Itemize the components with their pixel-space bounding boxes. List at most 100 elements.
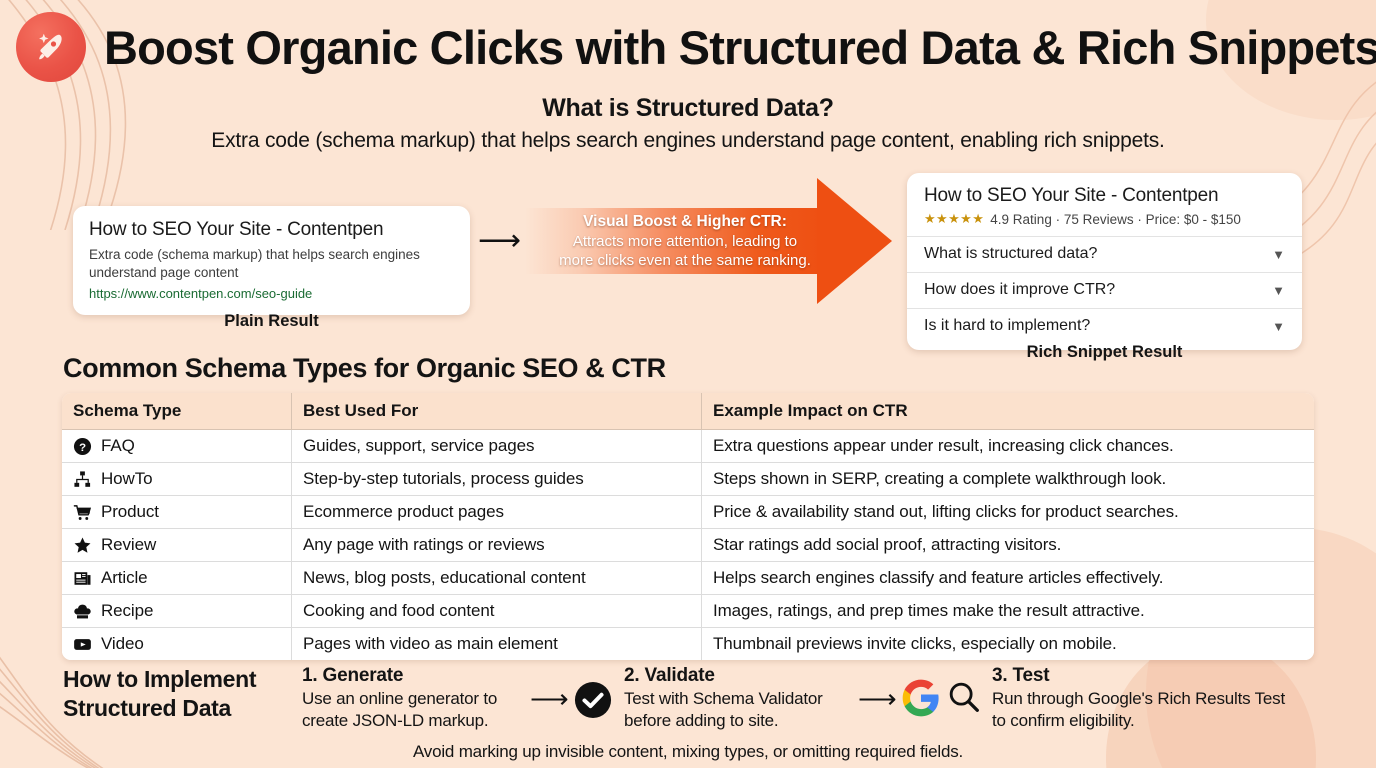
step-validate-line-1: Test with Schema Validator bbox=[624, 689, 823, 708]
cell-best-used-for: Step-by-step tutorials, process guides bbox=[292, 463, 702, 496]
cell-best-used-for: Cooking and food content bbox=[292, 595, 702, 628]
cell-schema-type: Review bbox=[62, 529, 292, 562]
step-test-body: Run through Google's Rich Results Test t… bbox=[992, 688, 1322, 732]
video-play-icon bbox=[74, 638, 91, 650]
step-connector-arrow-2-icon: ⟶ bbox=[858, 684, 897, 714]
faq-accordion-row[interactable]: How does it improve CTR? ▼ bbox=[907, 272, 1302, 308]
column-header-schema-type: Schema Type bbox=[62, 393, 292, 430]
column-header-impact: Example Impact on CTR bbox=[702, 393, 1314, 430]
cell-schema-type: HowTo bbox=[62, 463, 292, 496]
schema-type-label: Recipe bbox=[101, 601, 154, 620]
star-rating-icon: ★★★★★ bbox=[924, 211, 985, 226]
step-test-line-2: to confirm eligibility. bbox=[992, 711, 1135, 731]
rich-snippet-card: How to SEO Your Site - Contentpen ★★★★★ … bbox=[907, 173, 1302, 350]
implementation-title: How to Implement Structured Data bbox=[63, 665, 257, 723]
page-header: Boost Organic Clicks with Structured Dat… bbox=[16, 12, 1376, 82]
comparison-section: How to SEO Your Site - Contentpen Extra … bbox=[0, 170, 1376, 370]
intro-heading: What is Structured Data? bbox=[542, 94, 834, 122]
implementation-title-line-1: How to Implement bbox=[63, 666, 257, 692]
implementation-footnote: Avoid marking up invisible content, mixi… bbox=[412, 742, 964, 761]
arrow-head-shape bbox=[817, 178, 892, 304]
cell-impact: Price & availability stand out, lifting … bbox=[702, 496, 1314, 529]
schema-type-label: Article bbox=[101, 568, 148, 587]
table-row: Video Pages with video as main element T… bbox=[62, 628, 1314, 660]
cell-best-used-for: Any page with ratings or reviews bbox=[292, 529, 702, 562]
cell-impact: Star ratings add social proof, attractin… bbox=[702, 529, 1314, 562]
schema-type-label: Review bbox=[101, 535, 157, 554]
cell-impact: Steps shown in SERP, creating a complete… bbox=[702, 463, 1314, 496]
step-generate-line-1: Use an online generator to bbox=[302, 689, 498, 708]
chevron-down-icon[interactable]: ▼ bbox=[1272, 318, 1285, 334]
table-row: Recipe Cooking and food content Images, … bbox=[62, 595, 1314, 628]
step-validate-line-2: before adding to site. bbox=[624, 711, 779, 731]
faq-question-label: What is structured data? bbox=[924, 245, 1098, 262]
implementation-title-line-2: Structured Data bbox=[63, 694, 232, 721]
svg-text:?: ? bbox=[79, 441, 86, 453]
step-generate-heading: 1. Generate bbox=[302, 665, 404, 686]
arrow-headline: Visual Boost & Higher CTR: bbox=[583, 213, 787, 231]
table-header-row: Schema Type Best Used For Example Impact… bbox=[62, 393, 1314, 430]
cell-best-used-for: Pages with video as main element bbox=[292, 628, 702, 660]
cell-impact: Thumbnail previews invite clicks, especi… bbox=[702, 628, 1314, 660]
intro-description: Extra code (schema markup) that helps se… bbox=[211, 129, 1165, 152]
question-circle-icon: ? bbox=[73, 437, 92, 455]
cell-impact: Images, ratings, and prep times make the… bbox=[702, 595, 1314, 628]
column-header-best-used-for: Best Used For bbox=[292, 393, 702, 430]
plain-result-description: Extra code (schema markup) that helps se… bbox=[89, 247, 420, 281]
plain-result-url[interactable]: https://www.contentpen.com/seo-guide bbox=[89, 286, 313, 302]
cell-impact: Helps search engines classify and featur… bbox=[702, 562, 1314, 595]
transition-arrow: ⟶ Visual Boost & Higher CTR: Attracts mo… bbox=[470, 178, 900, 308]
table-row: Review Any page with ratings or reviews … bbox=[62, 529, 1314, 562]
step-test-heading: 3. Test bbox=[992, 665, 1050, 686]
arrow-text-block: Visual Boost & Higher CTR: Attracts more… bbox=[540, 208, 830, 274]
table-row: HowTo Step-by-step tutorials, process gu… bbox=[62, 463, 1314, 496]
cell-best-used-for: News, blog posts, educational content bbox=[292, 562, 702, 595]
magnifier-icon bbox=[949, 682, 979, 712]
rich-result-caption: Rich Snippet Result bbox=[1026, 343, 1183, 361]
step-connector-arrow-1-icon: ⟶ bbox=[530, 684, 569, 714]
brand-logo bbox=[16, 12, 86, 82]
schema-type-label: HowTo bbox=[101, 469, 153, 488]
schema-type-label: Product bbox=[101, 502, 159, 521]
cell-best-used-for: Ecommerce product pages bbox=[292, 496, 702, 529]
google-g-icon bbox=[902, 679, 939, 717]
faq-accordion-row[interactable]: What is structured data? ▼ bbox=[907, 236, 1302, 272]
chevron-down-icon[interactable]: ▼ bbox=[1272, 246, 1285, 262]
table-row: ? FAQ Guides, support, service pages Ext… bbox=[62, 430, 1314, 463]
cell-best-used-for: Guides, support, service pages bbox=[292, 430, 702, 463]
faq-accordion-row[interactable]: Is it hard to implement? ▼ bbox=[907, 308, 1302, 344]
step-generate-body: Use an online generator to create JSON-L… bbox=[302, 688, 534, 732]
faq-question-label: Is it hard to implement? bbox=[924, 317, 1091, 334]
arrow-body-shape bbox=[525, 208, 825, 274]
cell-schema-type: Article bbox=[62, 562, 292, 595]
schema-type-label: FAQ bbox=[101, 436, 135, 455]
cell-schema-type: Product bbox=[62, 496, 292, 529]
step-generate: 1. Generate Use an online generator to c… bbox=[302, 665, 534, 732]
plain-result-title: How to SEO Your Site - Contentpen bbox=[89, 219, 384, 240]
chevron-down-icon[interactable]: ▼ bbox=[1272, 282, 1285, 298]
schema-types-table: Schema Type Best Used For Example Impact… bbox=[62, 393, 1314, 660]
shopping-cart-icon bbox=[73, 504, 92, 520]
table-row: Article News, blog posts, educational co… bbox=[62, 562, 1314, 595]
plain-result-card: How to SEO Your Site - Contentpen Extra … bbox=[73, 206, 470, 316]
step-validate-heading: 2. Validate bbox=[624, 665, 715, 686]
star-icon bbox=[74, 537, 91, 553]
step-validate: 2. Validate Test with Schema Validator b… bbox=[624, 665, 856, 732]
page-title: Boost Organic Clicks with Structured Dat… bbox=[104, 20, 1376, 74]
rich-result-meta: 4.9 Rating · 75 Reviews · Price: $0 - $1… bbox=[990, 211, 1241, 227]
rich-result-head: How to SEO Your Site - Contentpen ★★★★★ … bbox=[907, 185, 1302, 227]
chef-hat-icon bbox=[74, 604, 91, 618]
rich-result-title: How to SEO Your Site - Contentpen bbox=[924, 185, 1219, 206]
table-row: Product Ecommerce product pages Price & … bbox=[62, 496, 1314, 529]
arrow-line-2: more clicks even at the same ranking. bbox=[559, 251, 811, 269]
faq-question-label: How does it improve CTR? bbox=[924, 281, 1116, 298]
implementation-steps-section: How to Implement Structured Data 1. Gene… bbox=[0, 660, 1376, 730]
schema-type-label: Video bbox=[101, 634, 144, 653]
rocket-sparkle-icon bbox=[39, 33, 62, 60]
sitemap-icon bbox=[74, 470, 91, 487]
plain-result-caption: Plain Result bbox=[224, 312, 319, 330]
step-validate-body: Test with Schema Validator before adding… bbox=[624, 688, 856, 732]
cell-schema-type: ? FAQ bbox=[62, 430, 292, 463]
check-circle-icon bbox=[574, 681, 612, 719]
cell-schema-type: Recipe bbox=[62, 595, 292, 628]
